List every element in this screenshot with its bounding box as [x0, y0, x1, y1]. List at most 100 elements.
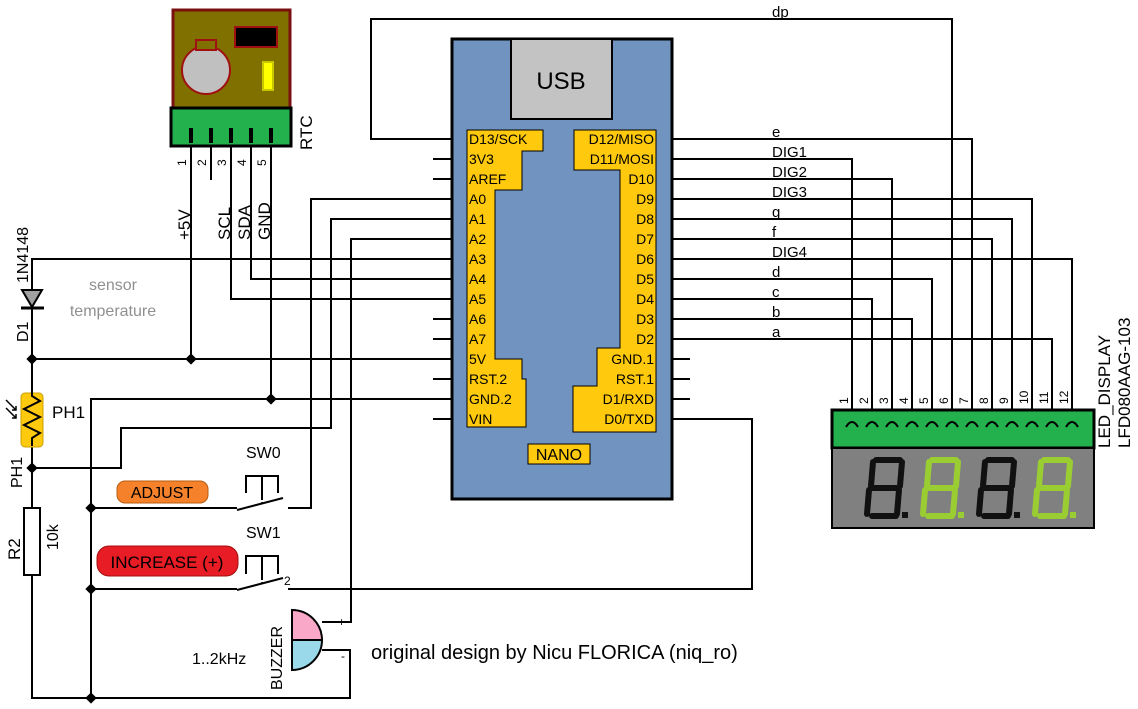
nano-pin-left: AREF [469, 171, 506, 187]
nano-pin-left: A1 [469, 211, 486, 227]
nano-pin-left: A4 [469, 271, 486, 287]
net-a: a [772, 324, 781, 341]
adjust-badge [116, 480, 209, 504]
display-segment [1009, 459, 1017, 489]
net-d: d [772, 264, 780, 281]
wire-f [672, 238, 993, 410]
light-arrows-icon [5, 399, 17, 419]
rtc-led [262, 61, 274, 91]
display-dp [1014, 512, 1020, 518]
buzzer-plus: + [338, 615, 345, 629]
display-pin-number: 6 [937, 397, 951, 404]
display-segment [950, 487, 958, 517]
nano-pin-right: D0/TXD [604, 411, 654, 427]
display-pin-number: 12 [1057, 390, 1071, 404]
display-segment [924, 459, 932, 489]
display-segment [976, 487, 984, 517]
nano-pin-left: A2 [469, 231, 486, 247]
rtc-label: RTC [297, 115, 316, 150]
display-dp [958, 512, 964, 518]
net-e: e [772, 124, 780, 141]
sw1-pin-note: 2 [284, 574, 291, 588]
net-labels: dp e DIG1 DIG2 DIG3 g f DIG4 d c b a [772, 4, 807, 341]
display-pin-contact [1025, 421, 1039, 428]
wire-a2 [322, 238, 453, 623]
display-segment [1006, 487, 1014, 517]
rtc-signal-5v: +5V [175, 209, 194, 240]
switch-sw1[interactable]: SW1 2 INCREASE (+) [96, 525, 291, 591]
credit-text: original design by Nicu FLORICA (niq_ro) [371, 642, 738, 664]
nano-pin-left: GND.2 [469, 391, 512, 407]
ph1-label: PH1 [52, 403, 85, 422]
rtc-pin-1: 1 [175, 159, 189, 166]
display-segment [980, 459, 988, 489]
wire-a3 [31, 258, 453, 290]
rtc-pin-3: 3 [215, 159, 229, 166]
display-pin-contact [865, 421, 879, 428]
display-segment [1062, 487, 1070, 517]
wire-c [672, 298, 873, 410]
display-dp [1070, 512, 1076, 518]
wire-a [672, 338, 1053, 410]
rtc-signal-sda: SDA [235, 204, 254, 240]
rtc-signal-gnd: GND [255, 202, 274, 240]
wires [31, 18, 1073, 699]
nano-pin-left: RST.2 [469, 371, 507, 387]
photoresistor-ph1: PH1 PH1 [5, 388, 85, 488]
diode-d1: 1N4148 D1 sensor temperature [15, 227, 156, 342]
display-model: LFD080AAG-103 [1115, 318, 1134, 448]
diode-part: 1N4148 [15, 227, 32, 283]
nano-pin-left: A7 [469, 331, 486, 347]
rtc-signal-scl: SCL [215, 207, 234, 240]
nano-pin-right: D6 [636, 251, 654, 267]
nano-pin-left: D13/SCK [469, 131, 528, 147]
rtc-battery [181, 45, 231, 95]
display-segment [920, 487, 928, 517]
wire-e [672, 138, 973, 410]
wire-a0 [288, 198, 453, 509]
sensor-note-1: sensor [89, 277, 138, 294]
net-f: f [772, 224, 777, 241]
nano-pin-right: D3 [636, 311, 654, 327]
wire-gnd [90, 143, 453, 698]
switch-sw0[interactable]: SW0 ADJUST [116, 445, 284, 511]
nano-pin-left: VIN [469, 411, 492, 427]
increase-badge [96, 545, 239, 577]
wire-dp [370, 18, 953, 410]
display-pin-number: 7 [957, 397, 971, 404]
rtc-pin-4: 4 [235, 159, 249, 166]
nano-pin-left: 5V [469, 351, 487, 367]
display-pin-number: 5 [917, 397, 931, 404]
display-segment [894, 487, 902, 517]
buzzer-freq: 1..2kHz [192, 651, 246, 668]
net-dig2: DIG2 [772, 164, 807, 181]
diode-symbol [20, 289, 44, 309]
nano-pin-left: 3V3 [469, 151, 494, 167]
net-c: c [772, 284, 780, 301]
usb-connector [510, 38, 613, 120]
display-header [830, 408, 1096, 450]
nano-pin-left: A0 [469, 191, 486, 207]
wire-a5 [230, 143, 453, 300]
wire-a1 [32, 218, 453, 469]
display-pin-number: 8 [977, 397, 991, 404]
display-pin-contact [905, 421, 919, 428]
nano-pin-right: D2 [636, 331, 654, 347]
arduino-nano: USB D13/SCK3V3AREFA0A1A2A3A4A5A6A75VRST.… [450, 37, 674, 501]
buzzer: + - BUZZER 1..2kHz [192, 608, 345, 690]
increase-label: INCREASE (+) [111, 553, 224, 572]
display-pin-contact [845, 421, 859, 428]
nano-pin-right: D11/MOSI [590, 151, 654, 167]
display-pin-contact [1065, 421, 1079, 428]
net-dig4: DIG4 [772, 244, 807, 261]
buzzer-label: BUZZER [269, 626, 286, 690]
wire-5v [32, 143, 453, 360]
sensor-note-2: temperature [70, 303, 156, 320]
wire-dig1 [672, 158, 853, 410]
rtc-pin-5: 5 [255, 159, 269, 166]
nano-label: NANO [536, 447, 582, 464]
wire-g [672, 218, 1013, 410]
net-g: g [772, 204, 780, 221]
net-dp: dp [772, 4, 789, 21]
